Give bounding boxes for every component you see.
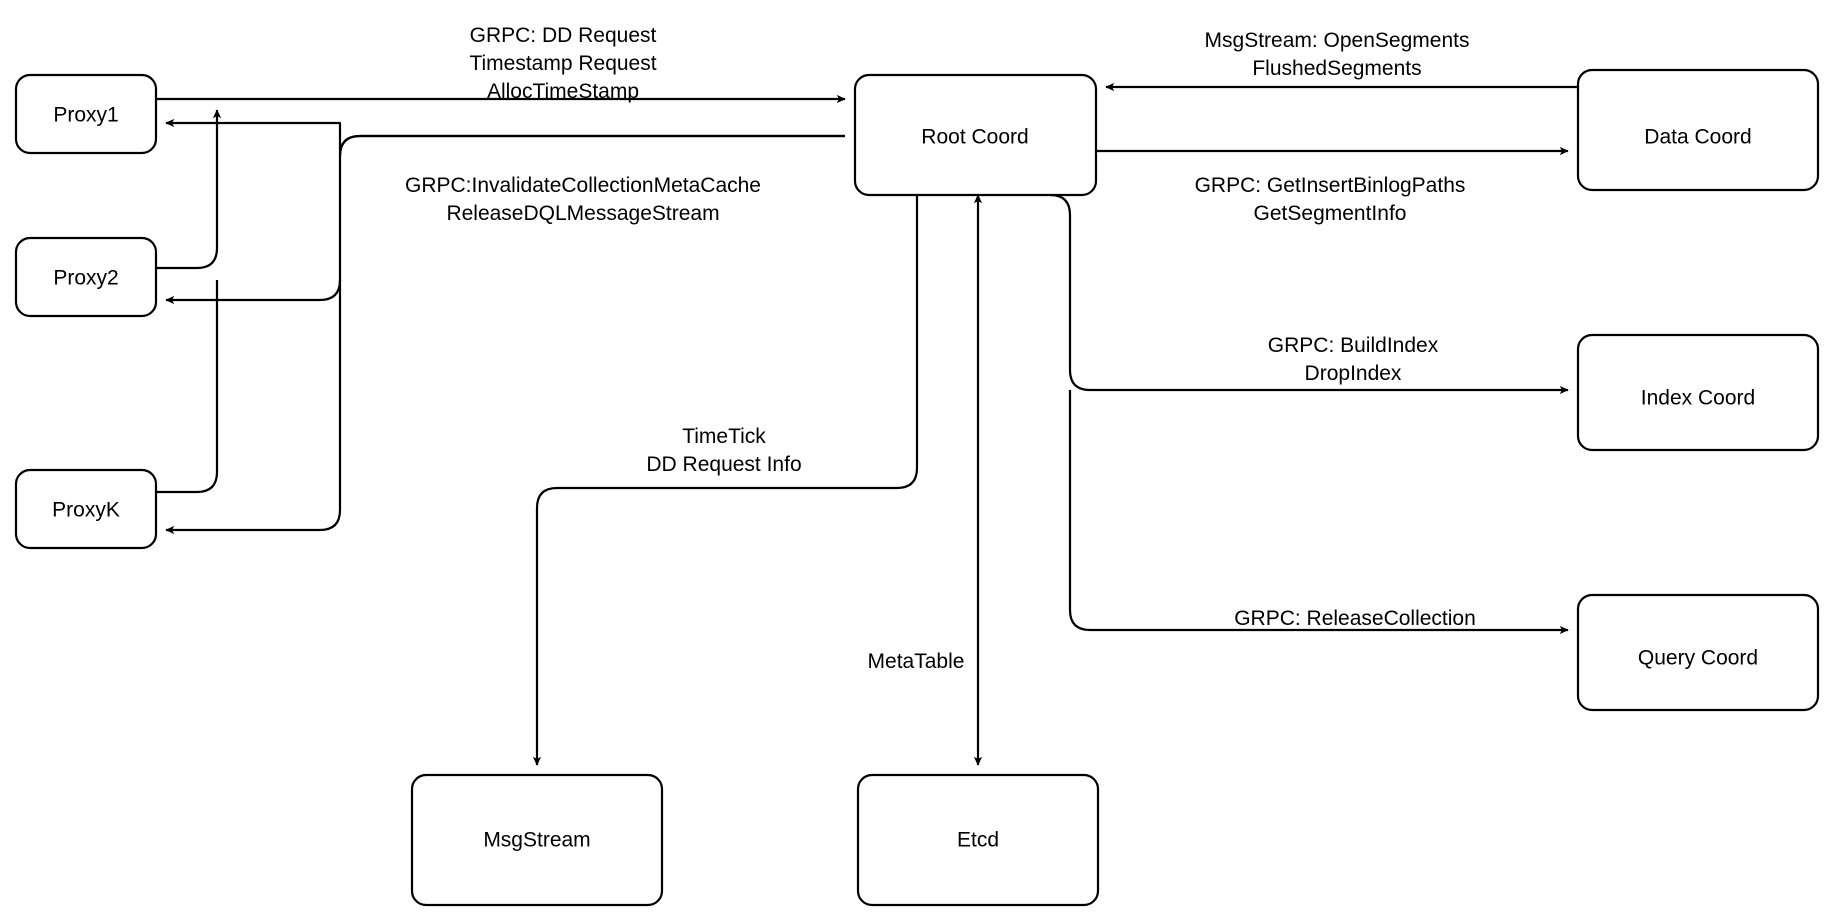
edge-label-root-to-proxy-line2: ReleaseDQLMessageStream <box>446 202 719 225</box>
edge-label-datacoord-to-root-line2: FlushedSegments <box>1252 57 1421 80</box>
edge-return-to-proxyk <box>165 509 342 535</box>
edge-label-proxy-to-root-line1: GRPC: DD Request <box>470 24 657 47</box>
node-rootcoord-label: Root Coord <box>921 126 1028 149</box>
node-querycoord[interactable]: Query Coord <box>1576 593 1820 712</box>
node-indexcoord-label: Index Coord <box>1641 387 1755 410</box>
node-msgstream-box[interactable] <box>410 773 664 907</box>
node-indexcoord-box[interactable] <box>1576 333 1820 452</box>
edge-rootcoord-to-proxy1 <box>165 118 845 158</box>
edge-label-root-to-indexcoord: GRPC: BuildIndex DropIndex <box>1268 334 1439 385</box>
edge-label-root-to-proxy: GRPC:InvalidateCollectionMetaCache Relea… <box>405 174 761 225</box>
node-rootcoord-box[interactable] <box>853 73 1098 197</box>
node-proxy1-box[interactable] <box>14 73 158 155</box>
edge-label-root-to-indexcoord-line2: DropIndex <box>1305 362 1402 385</box>
node-msgstream-label: MsgStream <box>483 829 590 852</box>
edge-label-root-to-msgstream: TimeTick DD Request Info <box>646 425 801 476</box>
edge-proxyk-to-riser <box>156 280 219 494</box>
edge-label-proxy-to-root: GRPC: DD Request Timestamp Request Alloc… <box>469 24 656 103</box>
node-proxyk-label: ProxyK <box>52 499 120 522</box>
node-proxy1-label: Proxy1 <box>53 104 118 127</box>
edge-rootcoord-to-querycoord <box>1068 390 1569 635</box>
edge-rootcoord-to-indexcoord <box>1049 193 1569 395</box>
edge-label-proxy-to-root-line3: AllocTimeStamp <box>487 80 639 103</box>
node-msgstream[interactable]: MsgStream <box>410 773 664 907</box>
edge-label-root-to-datacoord: GRPC: GetInsertBinlogPaths GetSegmentInf… <box>1195 174 1466 225</box>
node-proxy2-box[interactable] <box>14 236 158 318</box>
node-datacoord[interactable]: Data Coord <box>1576 68 1820 192</box>
edge-label-root-to-datacoord-line2: GetSegmentInfo <box>1254 202 1407 225</box>
node-querycoord-box[interactable] <box>1576 593 1820 712</box>
edge-rootcoord-to-msgstream <box>532 195 919 766</box>
node-proxyk[interactable]: ProxyK <box>14 468 158 550</box>
edge-label-root-to-etcd-line1: MetaTable <box>868 650 965 673</box>
node-etcd[interactable]: Etcd <box>856 773 1100 907</box>
node-datacoord-box[interactable] <box>1576 68 1820 192</box>
edge-label-root-to-querycoord: GRPC: ReleaseCollection <box>1234 607 1476 630</box>
edge-return-to-proxy2 <box>165 279 342 305</box>
edge-label-root-to-querycoord-line1: GRPC: ReleaseCollection <box>1234 607 1476 630</box>
node-rootcoord[interactable]: Root Coord <box>853 73 1098 197</box>
edge-label-proxy-to-root-line2: Timestamp Request <box>469 52 656 75</box>
node-querycoord-label: Query Coord <box>1638 647 1758 670</box>
edge-label-root-to-msgstream-line2: DD Request Info <box>646 453 801 476</box>
edge-rootcoord-return-trunk <box>338 134 845 280</box>
node-proxy2[interactable]: Proxy2 <box>14 236 158 318</box>
node-etcd-label: Etcd <box>957 829 999 852</box>
edge-label-root-to-datacoord-line1: GRPC: GetInsertBinlogPaths <box>1195 174 1466 197</box>
edge-label-datacoord-to-root-line1: MsgStream: OpenSegments <box>1205 29 1470 52</box>
node-datacoord-label: Data Coord <box>1644 126 1751 149</box>
node-indexcoord[interactable]: Index Coord <box>1576 333 1820 452</box>
node-proxy1[interactable]: Proxy1 <box>14 73 158 155</box>
edge-proxy2-to-riser <box>156 109 222 270</box>
edge-label-root-to-indexcoord-line1: GRPC: BuildIndex <box>1268 334 1439 357</box>
node-etcd-box[interactable] <box>856 773 1100 907</box>
node-proxyk-box[interactable] <box>14 468 158 550</box>
edge-label-root-to-proxy-line1: GRPC:InvalidateCollectionMetaCache <box>405 174 761 197</box>
edge-label-datacoord-to-root: MsgStream: OpenSegments FlushedSegments <box>1205 29 1470 80</box>
edge-label-root-to-etcd: MetaTable <box>868 650 965 673</box>
edge-label-root-to-msgstream-line1: TimeTick <box>682 425 766 448</box>
node-proxy2-label: Proxy2 <box>53 267 118 290</box>
